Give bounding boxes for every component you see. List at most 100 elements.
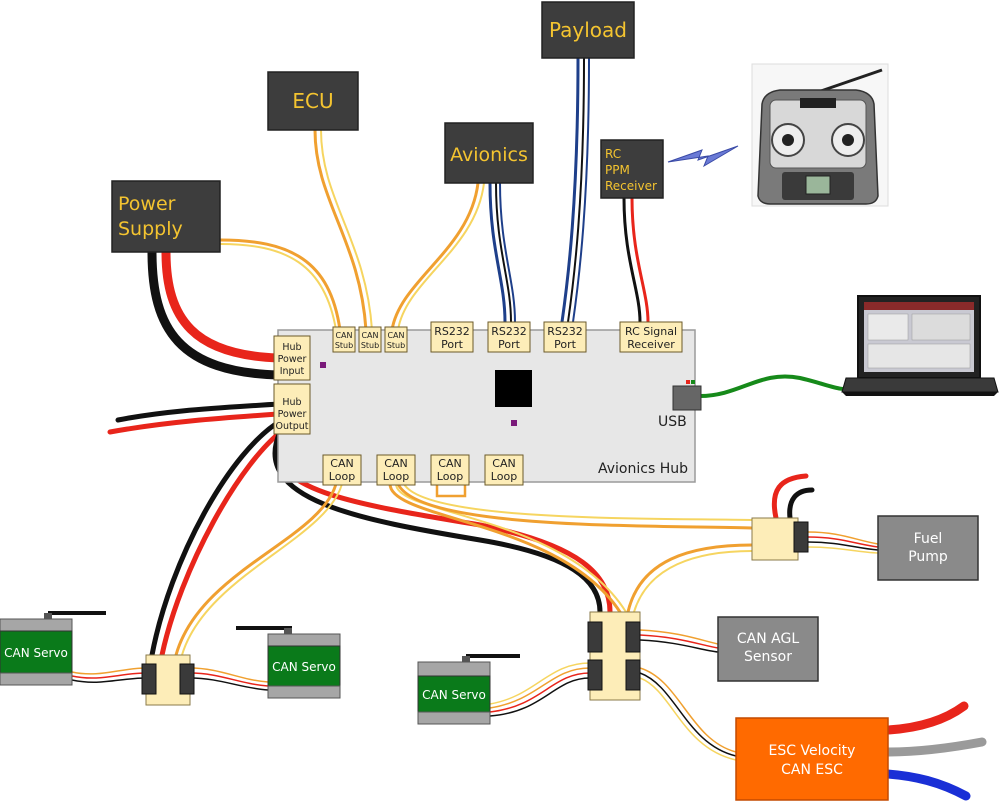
bottom-servo-wire xyxy=(489,667,591,709)
left-servo-power-black xyxy=(149,417,285,658)
can-servo-middle: CAN Servo xyxy=(236,626,341,699)
hub-marker-1 xyxy=(320,362,326,368)
power-supply-red-wire xyxy=(161,247,283,363)
svg-text:Stub: Stub xyxy=(335,341,353,350)
rc-ppm-label-line2: PPM xyxy=(605,163,630,177)
fuel-pump-wire xyxy=(807,531,879,545)
can-servo-bottom-label: CAN Servo xyxy=(422,688,486,702)
can-servo-bottom: CAN Servo xyxy=(417,654,520,725)
can-loop-4: CAN Loop xyxy=(484,454,524,486)
svg-text:CAN: CAN xyxy=(384,457,407,470)
esc-wire xyxy=(639,667,737,753)
svg-text:RC Signal: RC Signal xyxy=(625,325,677,338)
svg-text:CAN: CAN xyxy=(438,457,461,470)
svg-text:Input: Input xyxy=(280,366,305,377)
left-can-connector xyxy=(141,654,195,706)
rs232-port-1: RS232 Port xyxy=(430,321,474,353)
rc-transmitter-icon xyxy=(751,63,889,207)
svg-text:Stub: Stub xyxy=(361,341,379,350)
svg-text:Loop: Loop xyxy=(329,470,355,483)
can-loop-3: CAN Loop xyxy=(430,454,470,486)
ecu-can-wire xyxy=(313,128,368,332)
svg-text:CAN: CAN xyxy=(361,331,378,340)
hub-processor-chip xyxy=(495,370,532,407)
rc-receiver-wire-black xyxy=(622,196,642,324)
can-loop-fuel-pump-wire xyxy=(396,482,754,530)
svg-text:Receiver: Receiver xyxy=(627,338,675,351)
rc-receiver-wire-red xyxy=(630,196,650,324)
rc-ppm-label-line3: Receiver xyxy=(605,179,657,193)
power-supply-black-wire xyxy=(147,247,283,380)
svg-text:Port: Port xyxy=(498,338,520,351)
svg-text:RS232: RS232 xyxy=(491,325,527,338)
fuel-connector-right-hub-wire xyxy=(626,543,754,614)
svg-text:Port: Port xyxy=(441,338,463,351)
svg-text:Stub: Stub xyxy=(387,341,405,350)
fuel-pump-box: Fuel Pump xyxy=(877,515,979,581)
svg-text:Hub: Hub xyxy=(282,342,301,353)
fuel-pump-label-line1: Fuel xyxy=(914,531,943,547)
can-stub-2: CAN Stub xyxy=(358,326,382,353)
ecu-box: ECU xyxy=(267,71,359,131)
svg-text:Output: Output xyxy=(276,421,309,432)
avionics-hub: Avionics Hub Hub Power Input Hub Power O… xyxy=(273,321,702,486)
agl-sensor-label-line1: CAN AGL xyxy=(737,631,799,647)
rc-ppm-label-line1: RC xyxy=(605,147,621,161)
usb-port: USB xyxy=(658,380,702,430)
svg-text:Loop: Loop xyxy=(383,470,409,483)
svg-text:Power: Power xyxy=(278,354,307,365)
power-output-black-wire xyxy=(115,401,281,423)
power-output-red-wire xyxy=(107,411,281,435)
fuel-connector-black-lead xyxy=(787,487,815,521)
hub-power-output-port: Hub Power Output xyxy=(273,383,311,435)
hub-power-input-port: Hub Power Input xyxy=(273,335,311,381)
can-loop-left-servo-wire xyxy=(174,482,338,657)
esc-label-line2: CAN ESC xyxy=(781,762,843,778)
can-loop-1: CAN Loop xyxy=(322,454,362,486)
esc-motor-red-lead xyxy=(883,701,969,735)
radio-link-icon xyxy=(667,145,739,168)
agl-sensor-wire xyxy=(639,629,719,645)
esc-motor-blue-lead xyxy=(883,769,971,801)
rs232-port-2: RS232 Port xyxy=(487,321,531,353)
esc-label-line1: ESC Velocity xyxy=(769,743,856,759)
svg-text:RS232: RS232 xyxy=(547,325,583,338)
avionics-can-wire xyxy=(390,181,480,332)
avionics-box: Avionics xyxy=(444,122,534,184)
power-supply-box: Power Supply xyxy=(111,180,221,253)
can-agl-sensor-box: CAN AGL Sensor xyxy=(717,616,819,682)
payload-rs232-wire xyxy=(560,56,580,324)
usb-cable xyxy=(698,374,858,398)
can-servo-middle-label: CAN Servo xyxy=(272,660,336,674)
rc-ppm-receiver-box: RC PPM Receiver xyxy=(600,139,664,199)
fuel-pump-label-line2: Pump xyxy=(908,549,948,565)
power-supply-label-line1: Power xyxy=(118,193,176,215)
middle-servo-wire xyxy=(189,667,269,683)
svg-text:Loop: Loop xyxy=(491,470,517,483)
svg-text:CAN: CAN xyxy=(492,457,515,470)
rc-signal-receiver-port: RC Signal Receiver xyxy=(619,321,683,353)
svg-text:CAN: CAN xyxy=(335,331,352,340)
left-servo-wire xyxy=(71,667,147,675)
svg-text:Loop: Loop xyxy=(437,470,463,483)
payload-label: Payload xyxy=(549,18,627,42)
payload-box: Payload xyxy=(541,1,635,59)
esc-motor-grey-lead xyxy=(883,737,987,757)
avionics-hub-label: Avionics Hub xyxy=(598,461,688,477)
left-servo-power-red xyxy=(159,425,289,658)
can-servo-left: CAN Servo xyxy=(0,611,106,686)
hub-marker-2 xyxy=(511,420,517,426)
can-stub-1: CAN Stub xyxy=(332,326,356,353)
ecu-label: ECU xyxy=(292,89,333,113)
right-can-connector xyxy=(587,611,641,701)
agl-sensor-label-line2: Sensor xyxy=(744,649,792,665)
svg-text:RS232: RS232 xyxy=(434,325,470,338)
laptop-icon xyxy=(841,295,999,396)
svg-text:CAN: CAN xyxy=(330,457,353,470)
power-supply-label-line2: Supply xyxy=(118,218,183,240)
svg-text:Hub: Hub xyxy=(282,397,301,408)
svg-text:CAN: CAN xyxy=(387,331,404,340)
fuel-pump-connector xyxy=(751,517,809,561)
fuel-connector-red-lead xyxy=(771,473,809,521)
can-stub-3: CAN Stub xyxy=(384,326,408,353)
